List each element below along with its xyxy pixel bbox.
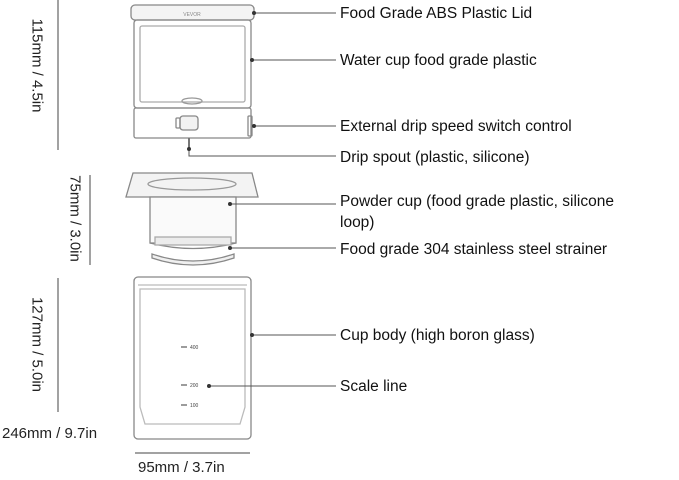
scale-label-200: 200 [190,383,199,389]
glass-cup-inner [139,288,246,425]
powder-cup-body [149,196,237,244]
powder-cup-unit [125,172,259,266]
scale-label-400: 400 [190,345,199,351]
leader-lines [188,12,336,387]
dim-label-top-height: 115mm / 4.5in [28,18,46,113]
lid-brand-text: VEVOR [183,12,201,18]
water-cup-button [181,97,203,105]
callout-lid: Food Grade ABS Plastic Lid [340,5,533,22]
callout-powder-cup-cont: loop) [340,214,375,231]
switch-side-left [175,117,181,129]
callout-spout: Drip spout (plastic, silicone) [340,149,530,166]
water-cup-base [133,107,252,139]
strainer-mesh [154,236,232,246]
water-cup-shape [133,19,252,109]
callout-cup-body: Cup body (high boron glass) [340,327,535,344]
leader-dots [187,11,256,388]
callout-water-cup: Water cup food grade plastic [340,52,537,69]
dim-label-total-height: 246mm / 9.7in [2,425,98,442]
callout-strainer: Food grade 304 stainless steel strainer [340,241,608,258]
glass-cup-outer [133,276,252,440]
switch-side-right [247,115,253,137]
leader-spout [188,149,336,157]
dim-label-bottom-height: 127mm / 5.0in [28,296,46,393]
callout-switch: External drip speed switch control [340,118,572,135]
water-cup-window [139,25,246,103]
switch-knob-shape [179,115,199,131]
water-tank-unit: VEVOR [130,4,255,148]
powder-cup-bottom [151,253,235,266]
callout-scale-line: Scale line [340,378,408,395]
dim-label-middle-height: 75mm / 3.0in [66,175,84,262]
dimension-lines [57,0,250,454]
glass-cup-unit [133,276,252,440]
scale-label-100: 100 [190,403,199,409]
powder-cup-opening [147,177,237,191]
dim-label-width: 95mm / 3.7in [138,459,225,476]
powder-cup-rim [125,172,259,198]
callout-powder-cup: Powder cup (food grade plastic, silicone [340,193,614,210]
